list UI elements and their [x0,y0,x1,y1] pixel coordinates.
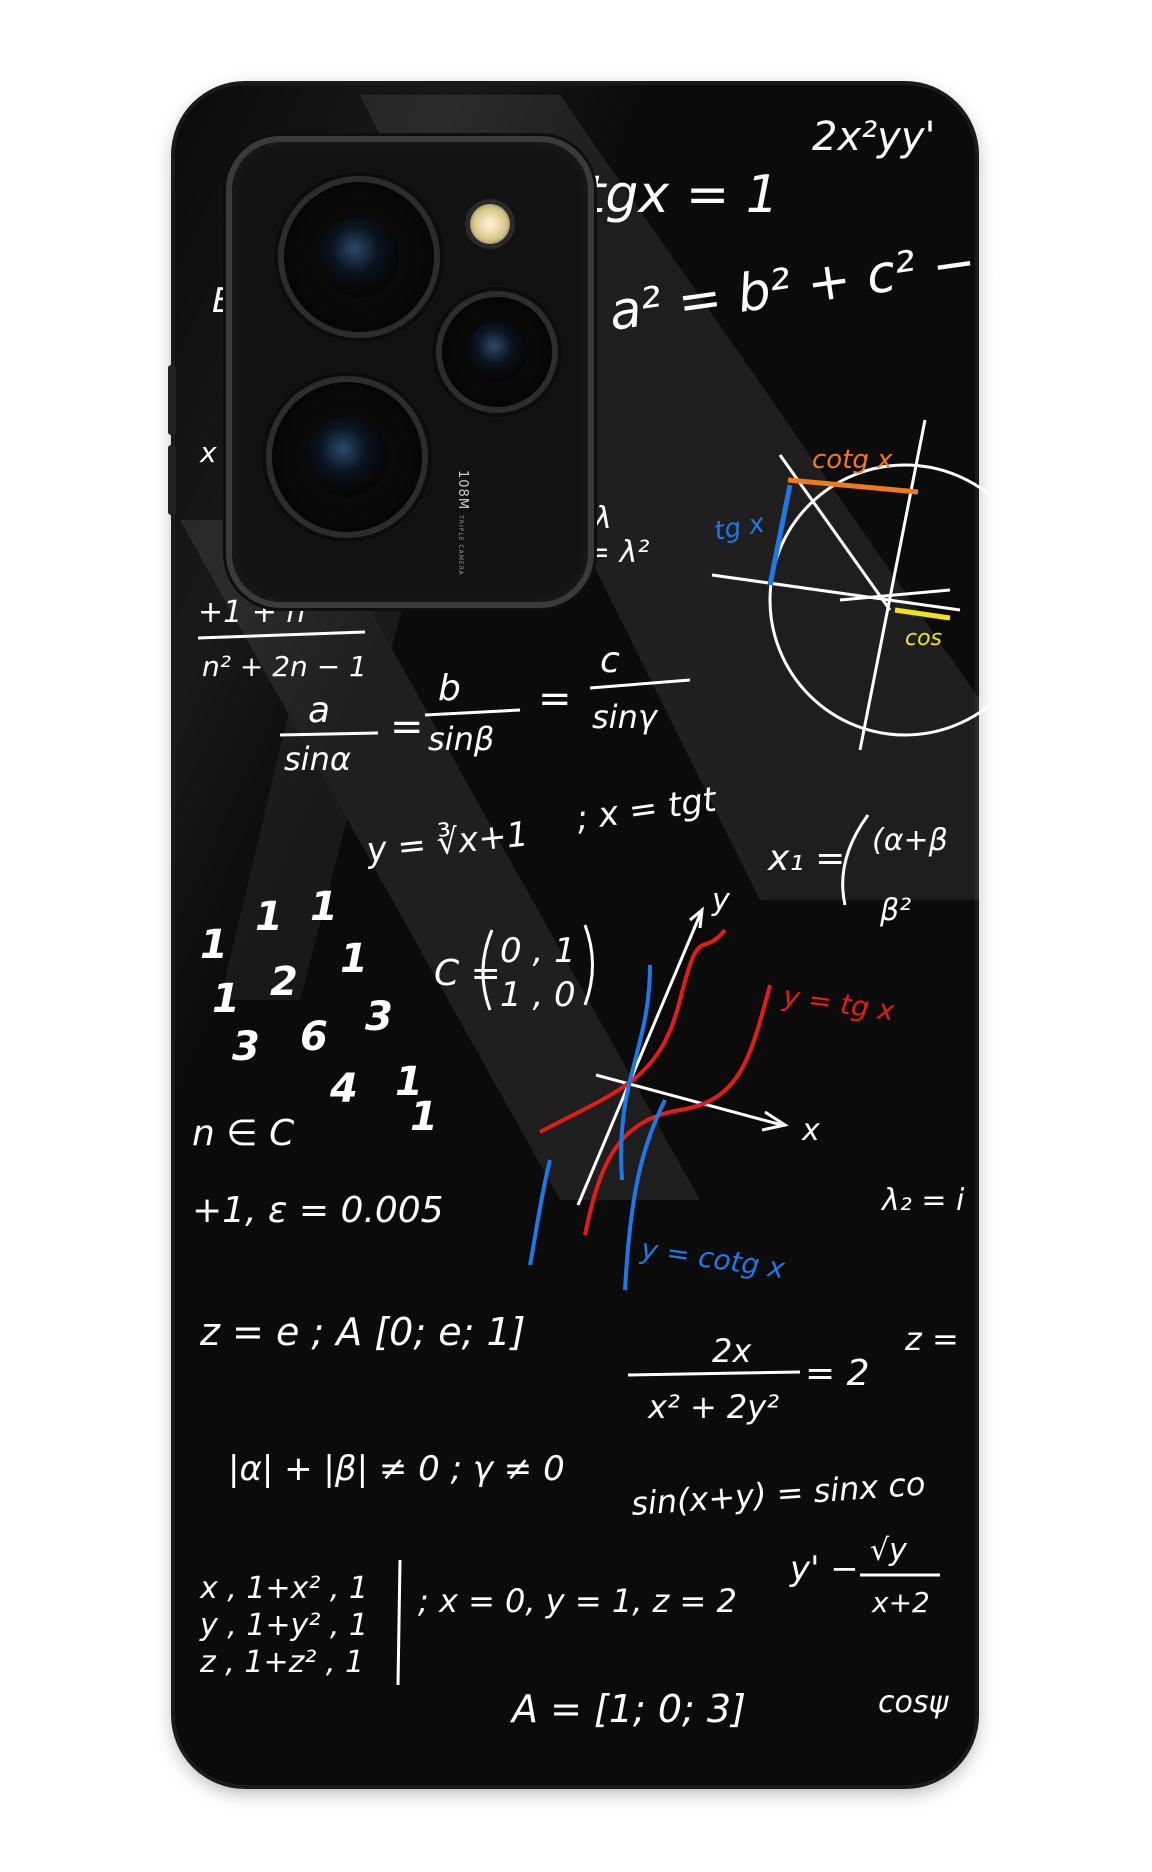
equals-sign: = [538,676,572,722]
formula-series-bottom: n² + 2n − 1 [202,650,367,683]
formula-elem: n ∈ C [192,1113,295,1154]
formula-sine-sina: sinα [284,740,351,778]
camera-module [232,142,588,602]
fraction-bar [589,678,691,690]
equals-sign: = [390,704,424,750]
formula-z-eq: z = [904,1320,959,1358]
trig-circle-diagram [711,419,1042,751]
matrix3-row3: z , 1+z² , 1 [199,1645,364,1680]
formula-top-right: 2x²yy' [812,114,936,160]
digit: 1 [395,1059,423,1105]
camera-flash [470,204,510,244]
digit: 1 [200,922,228,968]
formula-x-fragment: x [199,436,217,469]
digit: 1 [410,1094,438,1140]
formula-tgx: tgx = 1 [585,165,779,225]
graph-label-ytgx: y = tg x [780,979,897,1027]
formula-frac-eq: = 2 [805,1353,870,1394]
camera-label: 108M TRIPLE CAMERA [455,470,470,576]
side-button-volume-up [168,365,176,435]
formula-x-tgt: ; x = tgt [574,779,721,838]
matrix3-row1: x , 1+x² , 1 [199,1571,368,1606]
formula-beta-squared: β² [879,893,911,928]
formula-alpha-beta: (α+β [872,823,948,858]
formula-x1: x₁ = [767,838,845,879]
formula-z-e: z = e ; A [0; e; 1] [199,1310,526,1354]
graph-x-axis-label: x [801,1113,820,1148]
tan-cotan-graph [528,906,789,1291]
matrix-c-label: C = [434,953,501,994]
matrix-c-row1: 0 , 1 [500,931,576,971]
label-cotgx: cotg x [812,445,893,475]
digit: 2 [270,959,298,1005]
matrix3-row2: y , 1+y² , 1 [199,1608,368,1643]
digit: 4 [329,1066,358,1112]
graph-label-ycotgx: y = cotg x [638,1232,787,1285]
matrix-c-row2: 1 , 0 [500,975,576,1015]
digit: 1 [310,884,338,930]
formula-lambda: λ [592,501,612,536]
formula-sine-a: a [308,690,330,731]
formula-a-vector: A = [1; 0; 3] [509,1687,746,1731]
formula-lambda-squared: = λ² [585,535,649,570]
fraction-bar [424,708,521,717]
camera-lens-secondary [442,297,552,407]
formula-sine-sinc: sinγ [592,698,659,736]
digit: 3 [232,1024,260,1070]
formula-x-plus-2: x+2 [871,1586,930,1619]
formula-pythag: a² = b² + c² − 2 [605,225,1028,343]
digit: 3 [365,994,393,1040]
paren-left [841,814,870,906]
camera-megapixel-label: 108M [455,470,470,511]
graph-y-axis-label: y [711,883,731,918]
label-cos: cos [905,626,942,651]
digit: 6 [300,1014,328,1060]
fraction-bar [197,630,366,640]
fraction-bar [627,1370,801,1377]
digit: 1 [340,936,368,982]
camera-sublabel: TRIPLE CAMERA [457,515,464,576]
formula-sine-sinb: sinβ [428,720,494,758]
camera-lens-main [284,182,434,332]
camera-lens-ultrawide [272,382,422,532]
formula-sine-b: b [438,668,461,709]
lens-glass [307,417,387,497]
formula-sqrt-y: √y [870,1533,908,1568]
formula-epsilon: +1, ε = 0.005 [192,1190,444,1231]
formula-cos-fragment: cosψ [878,1685,949,1720]
formula-lambda-z: λ₂ = i [880,1183,965,1218]
formula-frac-den: x² + 2y² [647,1388,779,1426]
formula-b-fragment: B [212,281,235,321]
formula-xyz: ; x = 0, y = 1, z = 2 [418,1582,737,1620]
fraction-bar [279,731,379,737]
lens-glass [319,217,399,297]
scattered-digits: 1 1 1 1 2 1 3 6 3 1 4 1 [200,884,438,1140]
formula-sine-c: c [600,640,620,681]
digit: 1 [255,894,283,940]
digit: 1 [212,976,240,1022]
lens-glass [467,322,527,382]
formula-sin-sum: sin(x+y) = sinx co [630,1465,927,1523]
side-button-volume-down [168,445,176,515]
formula-frac-num: 2x [712,1332,752,1370]
formula-y-prime: y' − [789,1549,859,1589]
formula-abs: |α| + |β| ≠ 0 ; γ ≠ 0 [228,1449,565,1489]
